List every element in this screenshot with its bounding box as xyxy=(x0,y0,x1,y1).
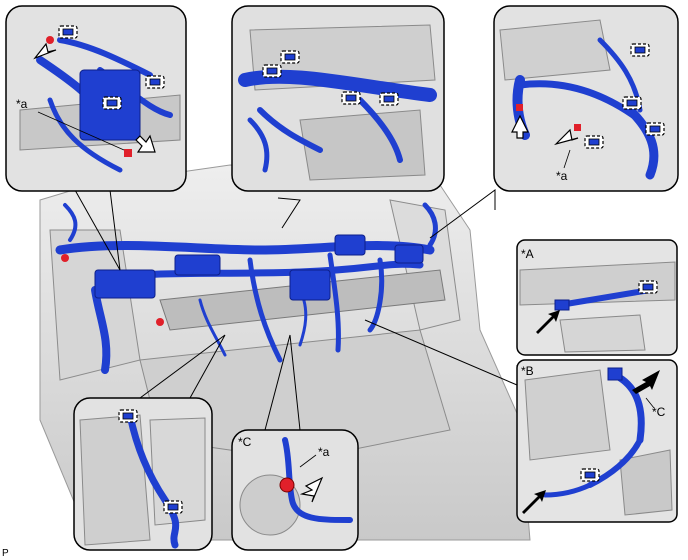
callout-a: *a xyxy=(318,445,330,459)
arrow-pointer-icon xyxy=(33,42,57,60)
callout-a: *a xyxy=(556,169,568,183)
harness-blocks xyxy=(94,234,424,301)
clamp-marker-icon xyxy=(262,64,282,78)
detail-panel-c: *C *a xyxy=(231,429,359,551)
callout-B: *B xyxy=(521,364,534,378)
clamp-marker-icon xyxy=(58,25,78,39)
detail-panel-bottom-left xyxy=(73,397,213,551)
clamp-marker-icon xyxy=(580,468,600,482)
arrow-pointer-icon xyxy=(522,490,546,514)
connector-icon xyxy=(279,477,295,493)
clamp-marker-icon xyxy=(379,92,399,106)
clamp-marker-icon xyxy=(145,75,165,89)
figure-code: P xyxy=(2,548,9,559)
arrow-pointer-icon xyxy=(553,128,579,146)
clamp-marker-icon xyxy=(280,50,300,64)
detail-panel-b: *B *C xyxy=(516,359,678,523)
connector-icon xyxy=(156,318,164,326)
detail-panel-top-right: *a xyxy=(493,5,679,192)
clamp-marker-icon xyxy=(102,96,122,110)
clamp-marker-icon xyxy=(630,43,650,57)
arrow-pointer-icon xyxy=(511,114,529,139)
clamp-marker-icon xyxy=(341,91,361,105)
clamp-marker-icon xyxy=(163,500,183,514)
clamp-marker-icon xyxy=(584,135,604,149)
arrow-pointer-icon xyxy=(135,134,156,153)
detail-panel-top-middle xyxy=(231,5,445,192)
callout-A: *A xyxy=(521,247,534,261)
callout-C: *C xyxy=(238,435,252,449)
connector-icon xyxy=(124,149,132,157)
detail-panel-a: *A xyxy=(516,239,678,356)
arrow-pointer-icon xyxy=(299,476,324,503)
connector-icon xyxy=(61,254,69,262)
clamp-marker-icon xyxy=(622,96,642,110)
arrow-pointer-icon xyxy=(632,370,660,394)
connector-icon xyxy=(574,124,581,131)
connector-icon xyxy=(516,104,523,111)
callout-C: *C xyxy=(652,405,666,419)
clamp-marker-icon xyxy=(118,409,138,423)
detail-panel-top-left: *a xyxy=(5,5,187,192)
arrow-pointer-icon xyxy=(536,310,560,334)
callout-a: *a xyxy=(16,97,28,111)
clamp-marker-icon xyxy=(645,122,665,136)
connector-icon xyxy=(46,36,54,44)
clamp-marker-icon xyxy=(638,280,658,294)
